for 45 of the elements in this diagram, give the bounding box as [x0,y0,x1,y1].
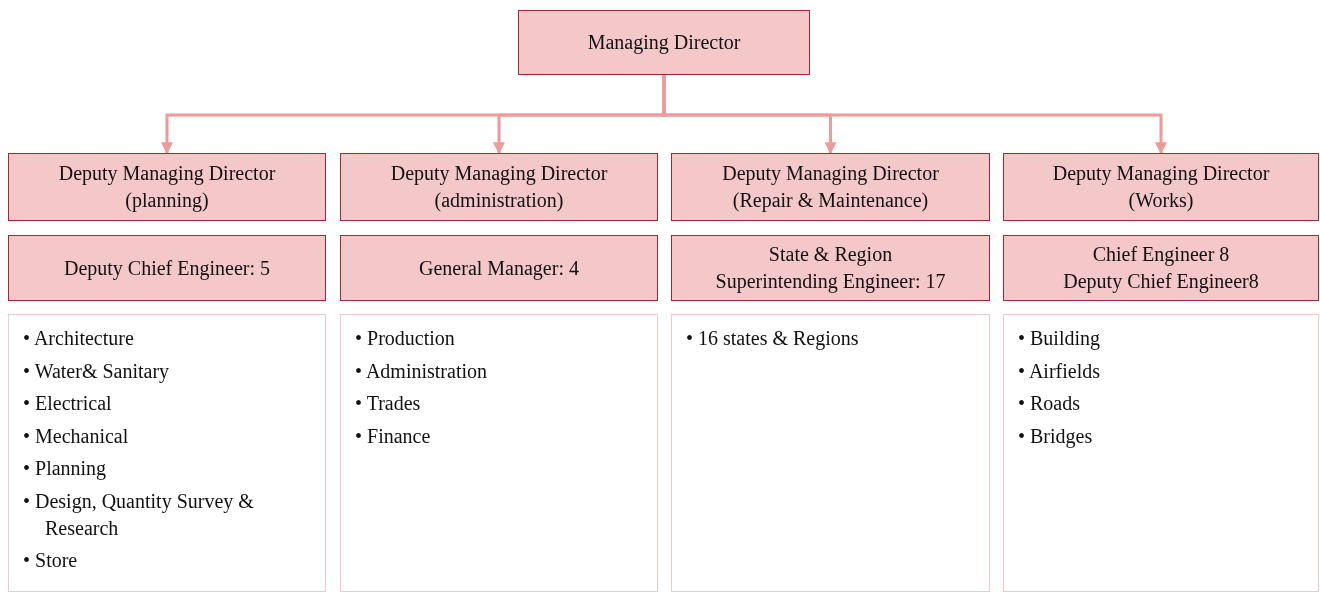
arrow [662,75,1167,155]
role-box [8,235,326,301]
role-box [8,153,326,221]
role-title: Superintending Engineer: 17 [715,269,946,295]
role-title: State & Region [768,242,893,268]
role-title: Deputy Managing Director [1052,161,1270,187]
list-item: • Electrical [23,391,113,416]
role-box [518,10,810,75]
list-item: • Mechanical [23,423,130,449]
list-item: • Airfields [1018,358,1101,384]
list-item: • Administration [355,358,488,384]
role-title: (planning) [125,188,209,214]
role-box [1003,153,1319,221]
role-title: Deputy Managing Director [390,161,608,187]
list-item: • Water& Sanitary [23,358,171,385]
role-box [671,153,990,221]
role-title: Deputy Managing Director [58,161,276,187]
role-title: Chief Engineer 8 [1092,242,1230,268]
list-item: • Finance [355,423,432,449]
role-title: Deputy Chief Engineer8 [1063,269,1259,295]
role-box [340,235,658,301]
list-item: • Bridges [1018,423,1094,450]
role-title: Managing Director [587,30,741,56]
list-box [671,314,990,592]
list-box [8,314,326,592]
list-item: • Architecture [23,326,135,351]
list-item: • Planning [23,456,108,482]
role-title: Deputy Managing Director [722,161,939,187]
list-item: • Building [1018,326,1101,352]
role-title: (Works) [1128,188,1194,214]
role-title: (Repair & Maintenance) [732,188,929,214]
list-box [1003,314,1319,592]
list-item: • Store [23,548,79,573]
role-title: Deputy Chief Engineer: 5 [63,255,271,282]
list-item: • 16 states & Regions [686,326,860,352]
role-box [671,235,990,301]
role-title: General Manager: 4 [419,255,579,282]
list-box [340,314,658,592]
list-item: • Roads [1018,391,1081,416]
list-item: • Design, Quantity Survey & Research [23,488,255,541]
role-box [1003,235,1319,301]
list-item: • Trades [355,391,422,416]
role-box [340,153,658,221]
role-title: (administration) [434,188,564,214]
list-item: • Production [355,326,456,351]
